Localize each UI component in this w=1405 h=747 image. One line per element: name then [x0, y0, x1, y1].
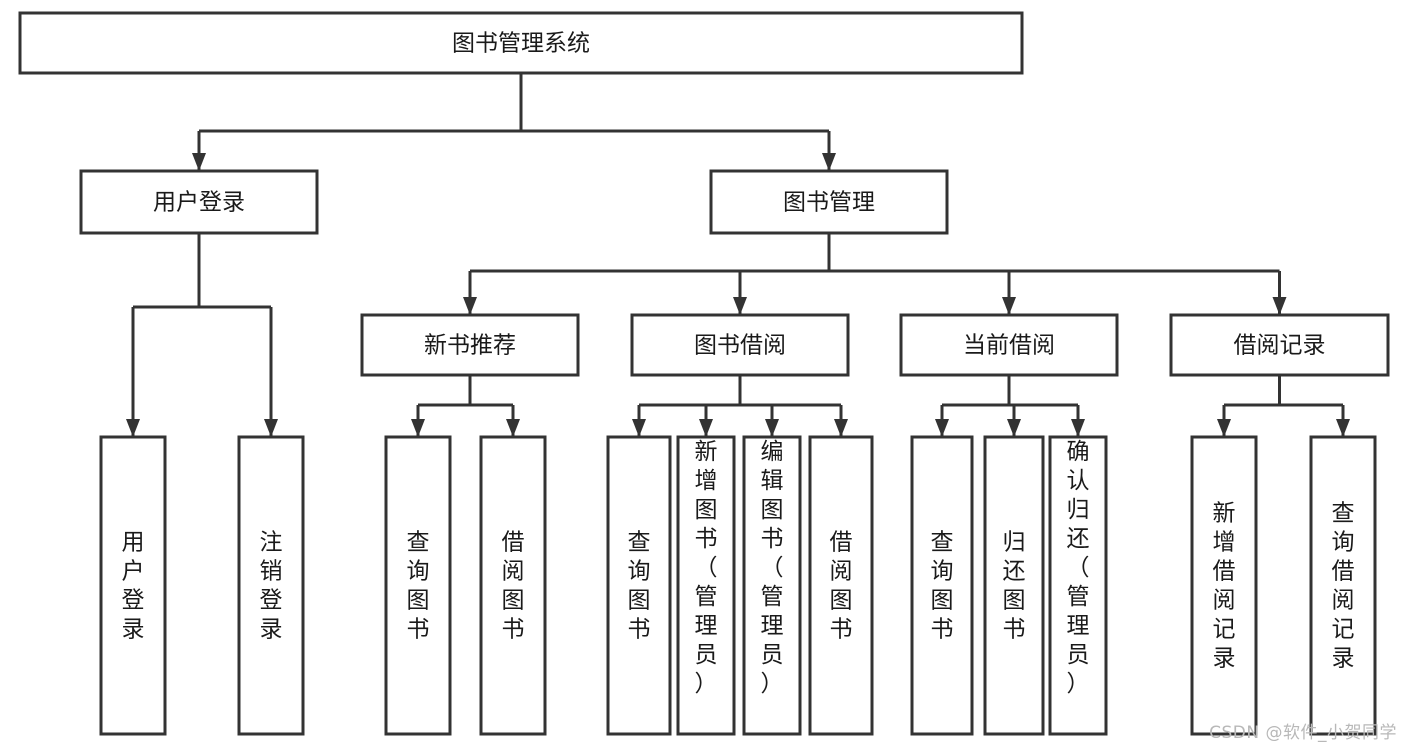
node-box-leaf-query-book-borrow [606, 435, 672, 736]
node-leaf-logout-login[interactable]: 注销登录 [237, 435, 305, 736]
arrow-head [935, 419, 949, 437]
node-user-login[interactable]: 用户登录 [79, 169, 319, 235]
arrow-head [1071, 419, 1085, 437]
node-leaf-add-book-admin[interactable]: 新增图书（管理员） [676, 435, 736, 736]
node-label-root: 图书管理系统 [452, 31, 590, 57]
arrow-head [632, 419, 646, 437]
node-label-leaf-query-borrow-record: 查询借阅记录 [1332, 501, 1355, 672]
node-box-book-management [709, 169, 949, 235]
node-label-current-borrow: 当前借阅 [963, 333, 1055, 359]
arrow-head [264, 419, 278, 437]
arrow-head [1007, 419, 1021, 437]
node-box-leaf-add-borrow-record [1190, 435, 1258, 736]
node-leaf-borrow-book[interactable]: 借阅图书 [808, 435, 874, 736]
node-label-leaf-borrow-book: 借阅图书 [830, 530, 853, 643]
node-label-leaf-return-book: 归还图书 [1003, 530, 1026, 643]
arrow-head [1272, 297, 1287, 315]
arrow-head [126, 419, 140, 437]
node-box-leaf-query-borrow-record [1309, 435, 1377, 736]
node-leaf-query-book-current[interactable]: 查询图书 [910, 435, 974, 736]
node-leaf-query-book-borrow[interactable]: 查询图书 [606, 435, 672, 736]
arrow-head [1002, 297, 1016, 315]
node-new-book-recommend[interactable]: 新书推荐 [360, 313, 580, 377]
node-label-leaf-query-book-recommend: 查询图书 [407, 530, 430, 643]
arrow-head [699, 419, 713, 437]
node-label-leaf-borrow-book-recommend: 借阅图书 [502, 530, 525, 643]
node-leaf-query-borrow-record[interactable]: 查询借阅记录 [1309, 435, 1377, 736]
node-box-leaf-confirm-return-admin [1048, 435, 1108, 736]
arrow-head [192, 153, 206, 171]
connector-layer [126, 73, 1350, 437]
node-box-leaf-logout-login [237, 435, 305, 736]
node-borrow-records[interactable]: 借阅记录 [1169, 313, 1390, 377]
node-box-leaf-edit-book-admin [742, 435, 802, 736]
arrow-head [822, 153, 836, 171]
node-box-leaf-add-book-admin [676, 435, 736, 736]
node-box-book-borrow [630, 313, 850, 377]
arrow-head [506, 419, 520, 437]
node-label-new-book-recommend: 新书推荐 [424, 333, 516, 359]
arrow-head [1336, 419, 1350, 437]
arrow-head [834, 419, 848, 437]
node-layer: 图书管理系统用户登录图书管理新书推荐图书借阅当前借阅借阅记录用户登录注销登录查询… [18, 11, 1390, 736]
node-box-leaf-query-book-recommend [384, 435, 452, 736]
node-label-leaf-query-book-current: 查询图书 [931, 530, 954, 643]
arrow-head [411, 419, 425, 437]
node-box-user-login [79, 169, 319, 235]
arrow-head [1217, 419, 1231, 437]
node-label-leaf-add-borrow-record: 新增借阅记录 [1213, 501, 1236, 672]
node-box-leaf-user-login [99, 435, 167, 736]
node-box-leaf-return-book [983, 435, 1045, 736]
node-label-leaf-add-book-admin: 新增图书（管理员） [695, 439, 718, 697]
node-book-management[interactable]: 图书管理 [709, 169, 949, 235]
node-book-borrow[interactable]: 图书借阅 [630, 313, 850, 377]
node-leaf-confirm-return-admin[interactable]: 确认归还（管理员） [1048, 435, 1108, 736]
node-current-borrow[interactable]: 当前借阅 [899, 313, 1119, 377]
node-box-leaf-borrow-book [808, 435, 874, 736]
node-label-leaf-logout-login: 注销登录 [260, 530, 283, 643]
node-leaf-query-book-recommend[interactable]: 查询图书 [384, 435, 452, 736]
node-label-book-borrow: 图书借阅 [694, 333, 786, 359]
csdn-watermark: CSDN @软件_小贺同学 [1209, 723, 1397, 743]
node-label-book-management: 图书管理 [783, 190, 875, 216]
node-box-borrow-records [1169, 313, 1390, 377]
node-leaf-borrow-book-recommend[interactable]: 借阅图书 [479, 435, 547, 736]
arrow-head [463, 297, 477, 315]
node-label-user-login: 用户登录 [153, 190, 245, 216]
node-box-root [18, 11, 1024, 75]
arrow-head [733, 297, 747, 315]
node-label-leaf-user-login: 用户登录 [122, 530, 145, 643]
node-label-leaf-edit-book-admin: 编辑图书（管理员） [761, 439, 784, 697]
node-label-leaf-query-book-borrow: 查询图书 [628, 530, 651, 643]
node-box-new-book-recommend [360, 313, 580, 377]
node-label-leaf-confirm-return-admin: 确认归还（管理员） [1067, 439, 1090, 697]
node-box-current-borrow [899, 313, 1119, 377]
arrow-head [765, 419, 779, 437]
node-box-leaf-query-book-current [910, 435, 974, 736]
node-leaf-user-login[interactable]: 用户登录 [99, 435, 167, 736]
node-leaf-add-borrow-record[interactable]: 新增借阅记录 [1190, 435, 1258, 736]
node-root[interactable]: 图书管理系统 [18, 11, 1024, 75]
node-leaf-edit-book-admin[interactable]: 编辑图书（管理员） [742, 435, 802, 736]
node-leaf-return-book[interactable]: 归还图书 [983, 435, 1045, 736]
node-label-borrow-records: 借阅记录 [1234, 333, 1326, 359]
node-box-leaf-borrow-book-recommend [479, 435, 547, 736]
